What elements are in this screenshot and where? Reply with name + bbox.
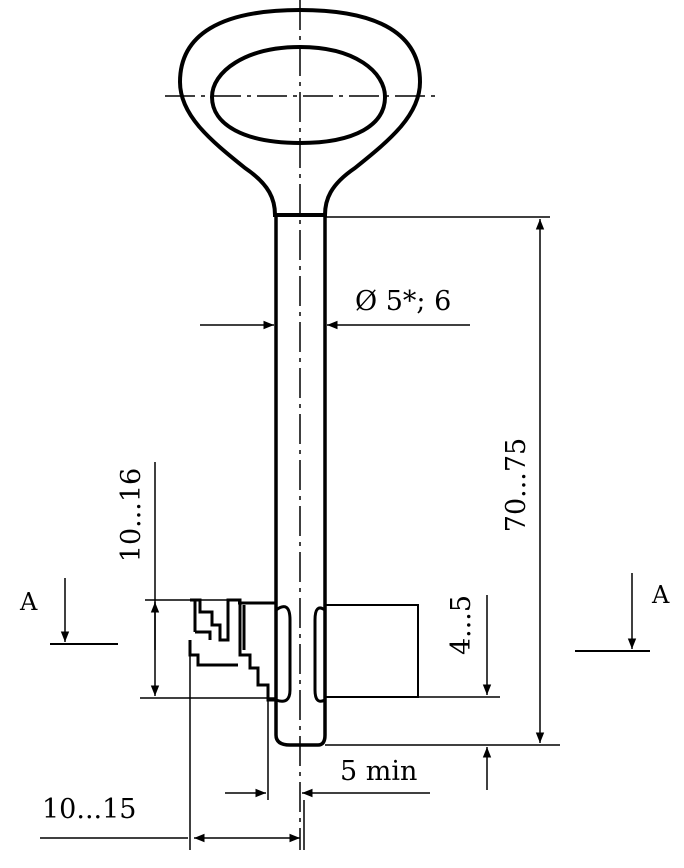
shank-diameter-label: Ø 5*; 6: [355, 286, 451, 317]
shank-length-label: 70...75: [501, 438, 532, 532]
step-label: 4...5: [446, 595, 477, 655]
min-gap-label: 5 min: [340, 756, 417, 787]
dim-shank-length: 70...75: [325, 216, 560, 746]
section-marker-right: A: [575, 573, 670, 652]
section-left-label: A: [19, 588, 38, 616]
section-marker-left: A: [19, 578, 118, 645]
section-right-label: A: [651, 581, 670, 609]
dim-bit-height: 10...16: [116, 462, 276, 699]
dim-step: 4...5: [418, 595, 500, 790]
dim-shank-diameter: Ø 5*; 6: [200, 286, 470, 330]
key-bow: [165, 7, 440, 217]
key-shank: [274, 0, 327, 850]
key-bit: [188, 598, 419, 703]
bit-width-label: 10...15: [42, 794, 136, 825]
dim-min-gap: 5 min: [225, 700, 430, 800]
bit-height-label: 10...16: [116, 468, 147, 562]
dim-bit-width: 10...15: [40, 640, 305, 850]
